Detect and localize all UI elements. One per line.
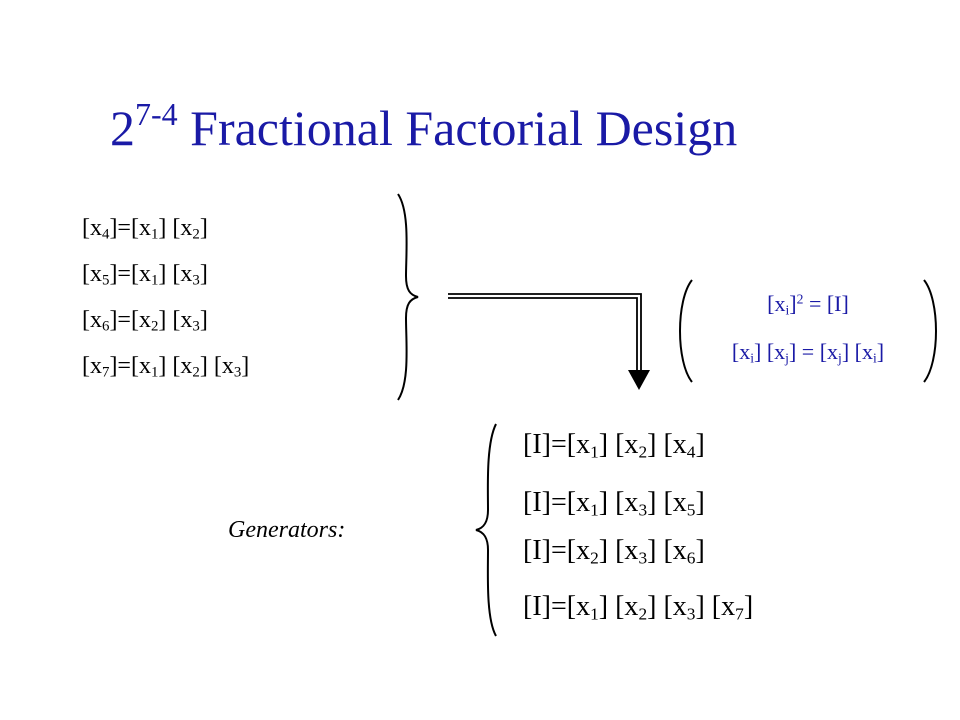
definition-x4: [x4]=[x1] [x2] — [82, 213, 208, 243]
equation-text: ] [x — [695, 591, 736, 622]
equation-text: ]=[x — [109, 353, 151, 379]
subscript: 2 — [192, 226, 200, 243]
subscript: i — [785, 302, 790, 318]
subscript: 2 — [590, 548, 599, 568]
equation-text: ] — [789, 291, 797, 316]
superscript: 2 — [796, 291, 804, 307]
equation-text: ] [x — [647, 487, 687, 518]
equation-text: [x — [82, 307, 102, 333]
equation-text: [I]=[x — [523, 429, 591, 460]
subscript: 1 — [590, 604, 599, 624]
subscript: 1 — [590, 500, 599, 520]
equation-text: ] [x — [158, 307, 193, 333]
equation-text: ] [x — [158, 215, 193, 241]
equation-text: [x — [82, 261, 102, 287]
equation-text: ] [x — [841, 339, 873, 364]
title-base: 2 — [110, 100, 135, 156]
equation-text: ] — [199, 261, 208, 287]
subscript: 2 — [638, 604, 648, 624]
equation-text: ] [x — [598, 487, 639, 518]
equation-text: ] [x — [647, 429, 687, 460]
equation-text: [x — [82, 215, 102, 241]
equation-text: ] [x — [598, 591, 639, 622]
equation-text: ] — [199, 215, 208, 241]
equation-text: ] [x — [598, 429, 639, 460]
equation-text: [I]=[x — [523, 487, 591, 518]
equation-text: ] — [743, 591, 754, 622]
subscript: i — [750, 350, 755, 366]
generator-3: [I]=[x2] [x3] [x6] — [523, 534, 705, 568]
equation-text: = [I] — [803, 291, 849, 316]
subscript: j — [838, 350, 842, 366]
equation-text: ] [x — [199, 353, 234, 379]
equation-text: ] = [x — [788, 339, 839, 364]
subscript: 7 — [735, 604, 744, 624]
subscript: 7 — [102, 364, 110, 381]
subscript: 4 — [686, 442, 696, 462]
slide-title: 27-4 Fractional Factorial Design — [110, 98, 737, 158]
generator-2: [I]=[x1] [x3] [x5] — [523, 486, 705, 520]
subscript: 5 — [686, 500, 696, 520]
subscript: 3 — [192, 318, 200, 335]
equation-text: ] [x — [647, 591, 687, 622]
subscript: 1 — [150, 272, 159, 289]
definition-x6: [x6]=[x2] [x3] — [82, 305, 208, 335]
equation-text: ] [x — [754, 339, 786, 364]
subscript: 1 — [590, 442, 599, 462]
definition-x7: [x7]=[x1] [x2] [x3] — [82, 351, 249, 381]
subscript: i — [872, 350, 877, 366]
equation-text: ] — [876, 339, 885, 364]
equation-text: [I]=[x — [523, 535, 591, 566]
equation-text: [x — [82, 353, 102, 379]
generators-brace — [475, 423, 497, 637]
equation-text: ]=[x — [109, 261, 151, 287]
rule-commutative: [xi] [xj] = [xj] [xi] — [678, 338, 938, 366]
equation-text: [I]=[x — [523, 591, 591, 622]
definition-x5: [x5]=[x1] [x3] — [82, 259, 208, 289]
generator-1: [I]=[x1] [x2] [x4] — [523, 428, 705, 462]
equation-text: ]=[x — [109, 215, 151, 241]
rule-square-identity: [xi]2 = [I] — [678, 290, 938, 318]
subscript: 3 — [638, 500, 648, 520]
subscript: 3 — [638, 548, 648, 568]
subscript: 6 — [102, 318, 110, 335]
equation-text: ] — [695, 535, 705, 566]
subscript: 2 — [192, 364, 200, 381]
equation-text: ] — [199, 307, 208, 333]
equation-text: ]=[x — [109, 307, 151, 333]
subscript: 3 — [686, 604, 696, 624]
subscript: 1 — [150, 364, 159, 381]
title-exponent: 7-4 — [135, 96, 178, 132]
equation-text: ] — [695, 429, 705, 460]
arrow-to-generators — [448, 293, 642, 370]
subscript: 3 — [233, 364, 242, 381]
subscript: 1 — [150, 226, 159, 243]
equation-text: ] [x — [647, 535, 687, 566]
generator-4: [I]=[x1] [x2] [x3] [x7] — [523, 590, 753, 624]
generators-label: Generators: — [228, 517, 346, 543]
equation-text: ] — [695, 487, 705, 518]
subscript: 4 — [102, 226, 110, 243]
subscript: 2 — [150, 318, 159, 335]
equation-text: ] [x — [158, 261, 193, 287]
equation-text: [x — [767, 291, 786, 316]
subscript: 5 — [102, 272, 110, 289]
equation-text: [x — [731, 339, 751, 364]
subscript: 6 — [686, 548, 696, 568]
definitions-brace — [397, 193, 419, 401]
subscript: 2 — [638, 442, 648, 462]
equation-text: ] [x — [158, 353, 193, 379]
equation-text: ] — [241, 353, 250, 379]
subscript: 3 — [192, 272, 200, 289]
equation-text: ] [x — [598, 535, 639, 566]
subscript: j — [785, 350, 789, 366]
arrow-head — [628, 370, 650, 390]
title-text: Fractional Factorial Design — [190, 100, 738, 156]
